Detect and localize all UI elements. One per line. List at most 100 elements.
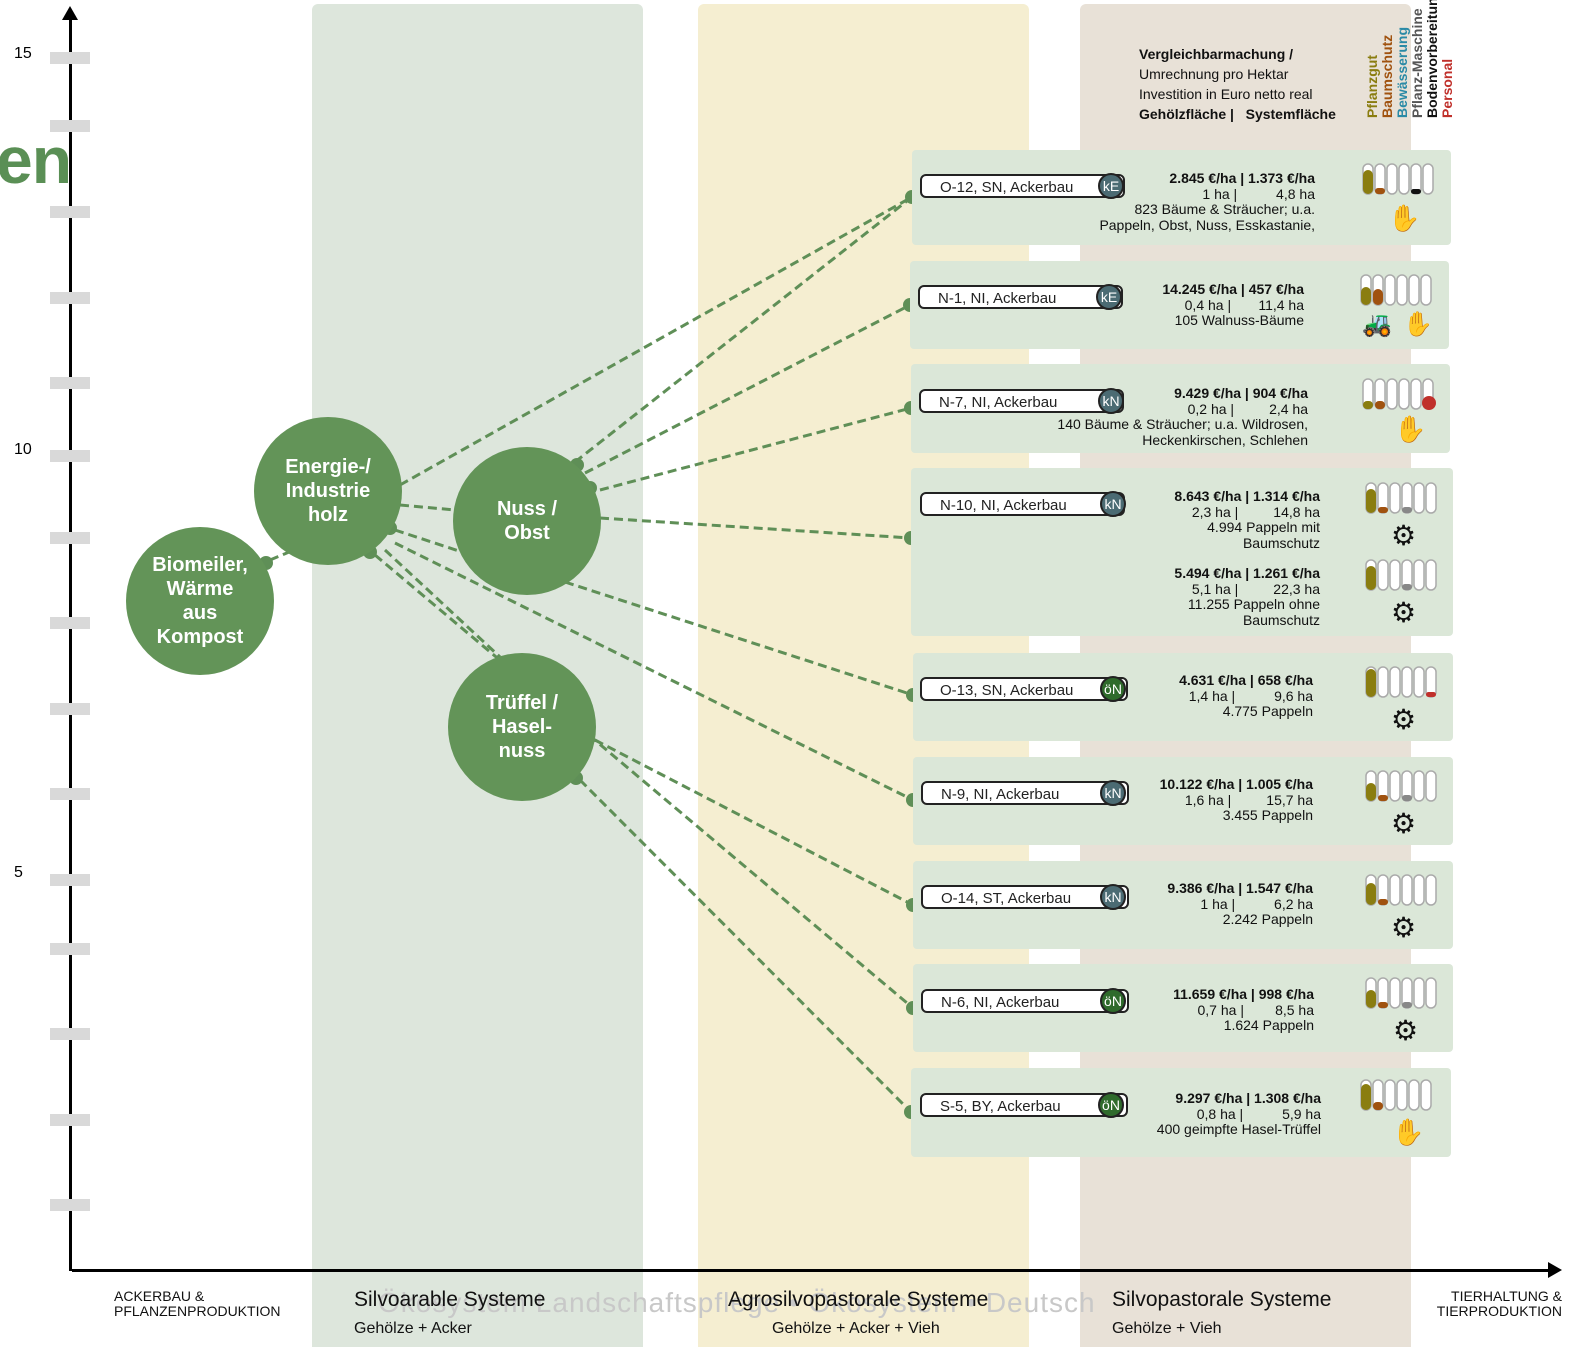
desc-line: 3.455 Pappeln: [1222, 807, 1313, 823]
entry-label-s5: S-5, BY, Ackerbau: [920, 1093, 1128, 1117]
entry-label-n7: N-7, NI, Ackerbau: [919, 389, 1124, 413]
cost-bars-icon: [1365, 770, 1437, 802]
hand-icon: ✋: [1392, 1117, 1425, 1147]
hand-icon: ✋: [1394, 414, 1427, 444]
badge-s5: öN: [1098, 1092, 1124, 1118]
desc-line: 2.242 Pappeln: [1222, 911, 1313, 927]
badge-n7: kN: [1098, 388, 1124, 414]
legend-baumschutz: Baumschutz: [1379, 34, 1395, 118]
desc-line: 11.255 Pappeln ohne: [1187, 596, 1320, 612]
desc-line: 105 Walnuss-Bäume: [1174, 312, 1304, 328]
y-axis: [69, 14, 72, 1271]
cost-line: 5.494 €/ha | 1.261 €/ha: [1174, 565, 1320, 581]
area-line: 5,1 ha | 22,3 ha: [1191, 580, 1320, 597]
entry-label-n6: N-6, NI, Ackerbau: [921, 989, 1129, 1013]
legend-bewaesserung: Bewässerung: [1394, 26, 1410, 118]
desc-line: 140 Bäume & Sträucher; u.a. Wildrosen,: [1057, 416, 1308, 432]
entry-label-n9: N-9, NI, Ackerbau: [921, 781, 1129, 805]
desc-line: 400 geimpfte Hasel-Trüffel: [1156, 1121, 1321, 1137]
entry-label-o12: O-12, SN, Ackerbau: [920, 174, 1125, 198]
entry-info-n1: 14.245 €/ha | 457 €/ha 0,4 ha | 11,4 ha …: [1162, 281, 1304, 329]
system-silvoarable: Silvoarable Systeme: [354, 1288, 546, 1311]
area-line: 2,3 ha | 14,8 ha: [1191, 503, 1320, 520]
cost-bars-icon: [1365, 559, 1437, 591]
gear-icon: ⚙: [1391, 520, 1417, 551]
cost-bars-icon: [1362, 163, 1434, 195]
header-line1: Vergleichbarmachung /: [1139, 46, 1294, 62]
cost-bars-icon: [1365, 482, 1437, 514]
y-tick: [50, 52, 90, 64]
gear-icon: ⚙: [1391, 808, 1417, 839]
desc-line: 4.994 Pappeln mit: [1207, 519, 1320, 535]
entry-label-n1: N-1, NI, Ackerbau: [918, 285, 1123, 309]
system-silvopastoral: Silvopastorale Systeme: [1112, 1288, 1332, 1311]
area-line: 0,7 ha | 8,5 ha: [1197, 1001, 1315, 1018]
entry-label-o14: O-14, ST, Ackerbau: [921, 885, 1129, 909]
x-axis-arrow: [1548, 1262, 1562, 1278]
y-axis-arrow: [62, 6, 78, 20]
desc-line: Baumschutz: [1242, 534, 1320, 551]
desc-line: 4.775 Pappeln: [1222, 703, 1313, 719]
footer-right: TIERHALTUNG & TIERPRODUKTION: [1436, 1288, 1562, 1319]
cost-line: 9.429 €/ha | 904 €/ha: [1174, 385, 1308, 401]
bubble-biomeiler: Biomeiler, Wärme aus Kompost: [126, 527, 274, 675]
y-label-5: 5: [14, 864, 23, 881]
y-tick: [50, 1199, 90, 1211]
header-line4a: Gehölzfläche |: [1139, 106, 1234, 122]
entry-info-o12: 2.845 €/ha | 1.373 €/ha 1 ha | 4,8 ha 82…: [1099, 170, 1315, 233]
hand-icon: ✋: [1403, 311, 1433, 338]
entry-info-o14: 9.386 €/ha | 1.547 €/ha 1 ha | 6,2 ha 2.…: [1167, 880, 1313, 928]
y-tick: [50, 617, 90, 629]
y-tick: [50, 874, 90, 886]
footer-left: ACKERBAU & PFLANZENPRODUKTION: [114, 1288, 281, 1319]
badge-o12: kE: [1098, 173, 1124, 199]
bubble-nuss-obst: Nuss / Obst: [453, 447, 601, 595]
cost-line: 4.631 €/ha | 658 €/ha: [1179, 672, 1313, 688]
desc-line: 823 Bäume & Sträucher; u.a.: [1134, 201, 1315, 217]
legend-pflanz-maschine: Pflanz-Maschine: [1409, 8, 1425, 118]
cost-bars-icon: [1365, 874, 1437, 906]
y-tick: [50, 120, 90, 132]
title-fragment: en: [0, 123, 72, 197]
area-line: 1,6 ha | 15,7 ha: [1184, 791, 1313, 808]
area-line: 1,4 ha | 9,6 ha: [1188, 687, 1313, 704]
y-tick: [50, 292, 90, 304]
badge-o14: kN: [1100, 884, 1126, 910]
badge-n6: öN: [1100, 988, 1126, 1014]
legend-personal: Personal: [1439, 58, 1455, 118]
system-silvopastoral-sub: Gehölze + Vieh: [1112, 1320, 1222, 1337]
gear-icon: ⚙: [1393, 1015, 1419, 1046]
cost-line: 10.122 €/ha | 1.005 €/ha: [1159, 776, 1313, 792]
cost-bars-icon: [1365, 977, 1437, 1009]
bubble-energie-industrieholz: Energie-/ Industrie holz: [254, 417, 402, 565]
badge-n1: kE: [1096, 284, 1122, 310]
y-tick: [50, 206, 90, 218]
y-tick: [50, 450, 90, 462]
cost-bars-icon: [1362, 378, 1436, 410]
cost-header: Vergleichbarmachung / Umrechnung pro Hek…: [1139, 44, 1336, 124]
entry-info-n10-b: 5.494 €/ha | 1.261 €/ha 5,1 ha | 22,3 ha…: [1174, 565, 1320, 628]
entry-info-n9: 10.122 €/ha | 1.005 €/ha 1,6 ha | 15,7 h…: [1159, 776, 1313, 824]
entry-info-o13: 4.631 €/ha | 658 €/ha 1,4 ha | 9,6 ha 4.…: [1179, 672, 1313, 720]
cost-line: 2.845 €/ha | 1.373 €/ha: [1169, 170, 1315, 186]
cost-line: 14.245 €/ha | 457 €/ha: [1162, 281, 1304, 297]
watermark: Ökosystem Landschaftspflege • Ökosystem …: [378, 1287, 1096, 1318]
cost-bars-icon: [1360, 1079, 1432, 1111]
area-line: 1 ha | 4,8 ha: [1202, 185, 1315, 202]
cost-line: 9.297 €/ha | 1.308 €/ha: [1175, 1090, 1321, 1106]
y-tick: [50, 788, 90, 800]
badge-n9: kN: [1100, 780, 1126, 806]
system-agrosilvopastoral-sub: Gehölze + Acker + Vieh: [772, 1320, 940, 1337]
gear-icon: ⚙: [1391, 704, 1417, 735]
y-tick: [50, 1028, 90, 1040]
system-silvoarable-sub: Gehölze + Acker: [354, 1320, 472, 1337]
cost-line: 9.386 €/ha | 1.547 €/ha: [1167, 880, 1313, 896]
header-line3: Investition in Euro netto real: [1139, 86, 1313, 102]
desc-line: Baumschutz: [1242, 611, 1320, 628]
cost-line: 8.643 €/ha | 1.314 €/ha: [1174, 488, 1320, 504]
x-axis: [72, 1269, 1552, 1272]
cost-line: 11.659 €/ha | 998 €/ha: [1173, 986, 1314, 1002]
y-tick: [50, 377, 90, 389]
area-line: 0,2 ha | 2,4 ha: [1187, 400, 1308, 417]
hand-icon: ✋: [1388, 203, 1421, 233]
